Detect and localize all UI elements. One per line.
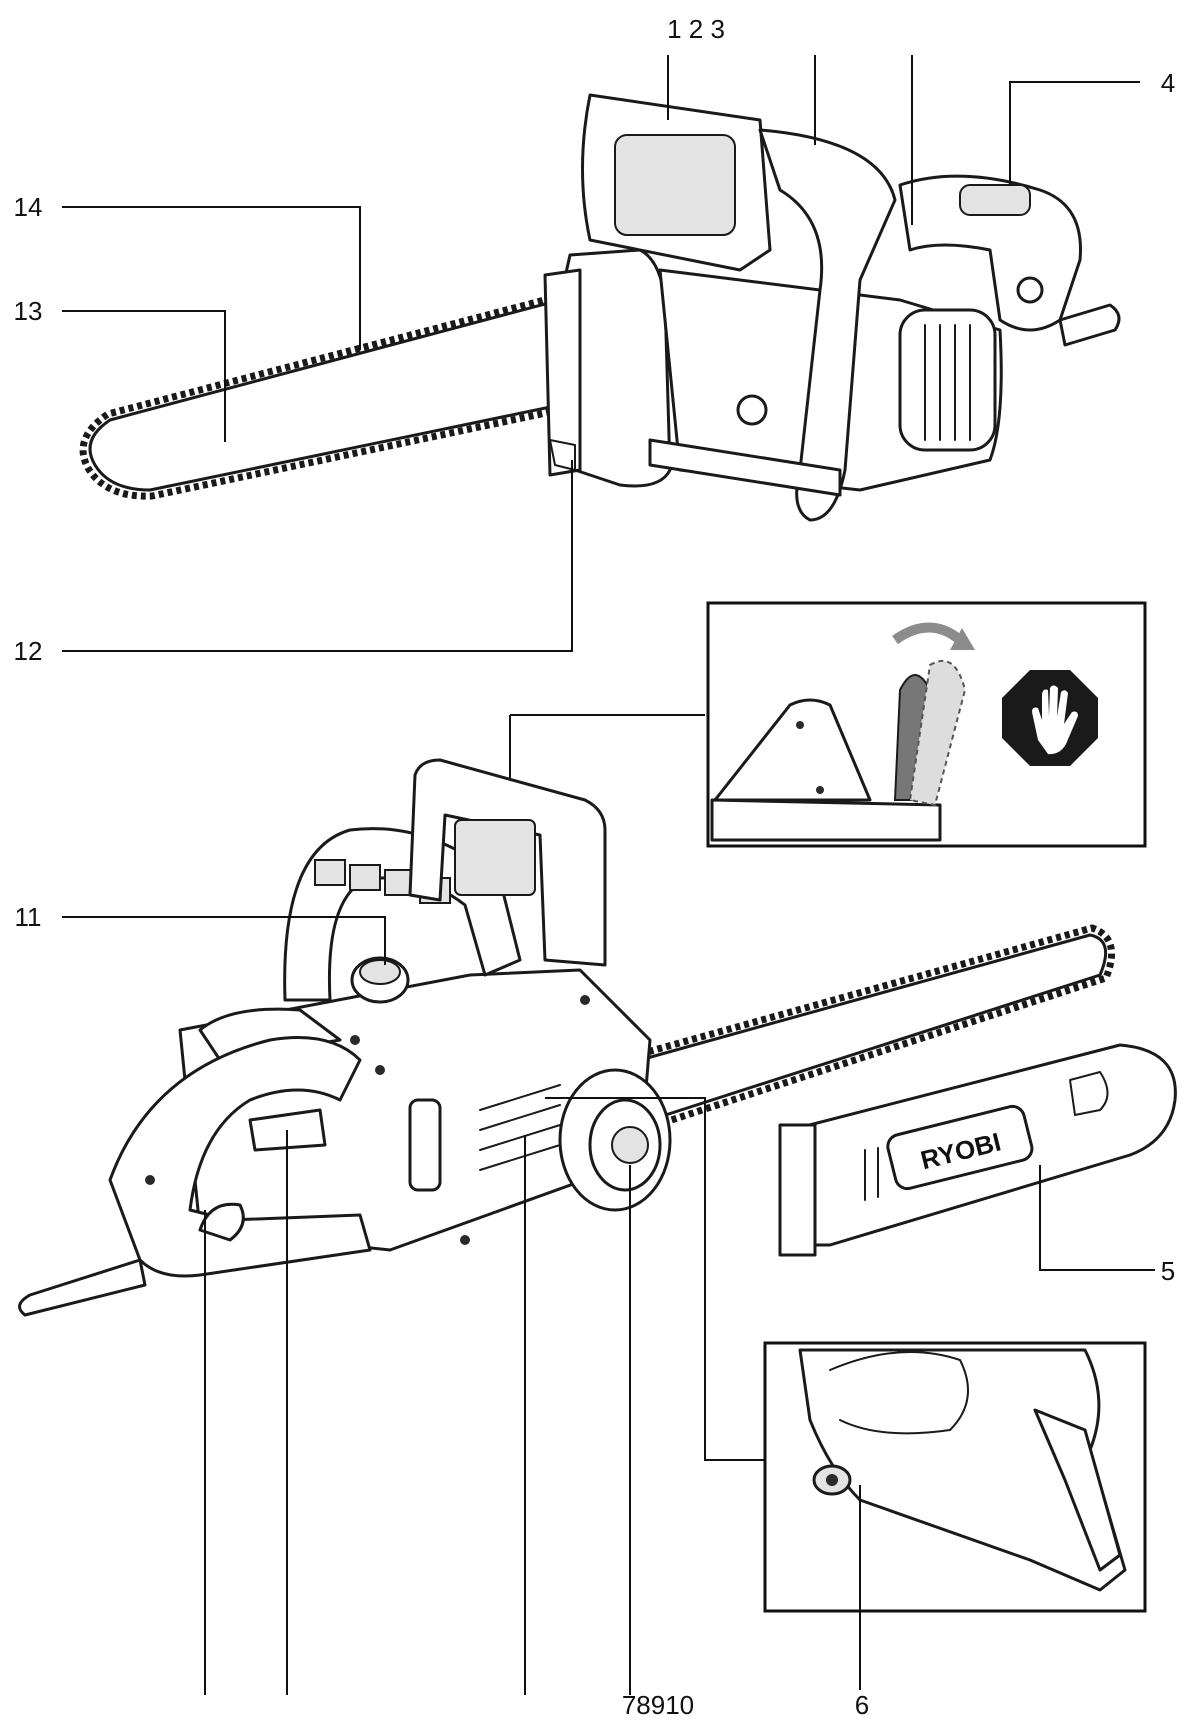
bar-cover-logo-plate [886, 1104, 1034, 1191]
oil-cap-top [359, 959, 401, 985]
brake-lever-engaged-outline [908, 659, 967, 807]
callout-7-8-9-10: 78910 [622, 1690, 694, 1720]
saw-chain-top [79, 292, 561, 500]
curved-arrow-icon [892, 622, 964, 645]
rear-handle-bottom [108, 1036, 372, 1278]
callout-1-2-3: 1 2 3 [667, 14, 725, 44]
stop-hand-icon [1002, 670, 1098, 766]
chain-catcher-top [549, 439, 576, 471]
curved-arrow-head [950, 628, 975, 650]
side-vent-ribs [479, 1084, 561, 1171]
vent-slots-top [924, 324, 971, 441]
power-cord-top [1058, 303, 1121, 347]
bar-cover-ridges [864, 1147, 879, 1201]
hand-guard-window-bottom [454, 819, 536, 896]
lower-bar-top [648, 438, 842, 497]
motor-vent-top [898, 308, 997, 452]
callout-5: 5 [1161, 1256, 1175, 1286]
lock-button-top [1016, 276, 1044, 304]
inset2-chain-catcher [1033, 1408, 1122, 1572]
front-handle-top [758, 128, 897, 522]
power-cord-bottom [18, 1258, 147, 1317]
bottom-chainsaw-illustration [18, 758, 1116, 1317]
trigger-bottom [198, 1202, 245, 1242]
hand-guard-window-top [614, 134, 736, 236]
front-hand-guard-bottom [408, 758, 607, 967]
leader-lines [62, 55, 1155, 1695]
inset2-housing [798, 1348, 1127, 1592]
callout-11: 11 [15, 902, 42, 932]
inset1-hand-guard [713, 698, 872, 802]
bar-cover: RYOBI [778, 1043, 1177, 1257]
inset2-cover-flange [829, 1351, 969, 1435]
inset2-bar-nut-center [826, 1474, 838, 1486]
saw-chain-bottom [639, 924, 1116, 1131]
callout-12: 12 [14, 636, 43, 666]
bar-clamp-top [543, 268, 582, 477]
handle-bolt-top [736, 394, 768, 426]
callout-6: 6 [855, 1690, 869, 1720]
callout-labels: 1 2 3 4 14 13 12 11 5 78910 6 [14, 14, 1176, 1720]
inset-bar-nut [763, 1341, 1147, 1613]
tension-knob-center [611, 1126, 649, 1164]
guide-bar-bottom [638, 933, 1108, 1122]
callout-4: 4 [1161, 68, 1175, 98]
oil-level-window [408, 1098, 442, 1192]
rear-handle-grip-top [959, 184, 1031, 216]
motor-top-bottom [198, 1007, 342, 1062]
top-chainsaw-illustration [79, 93, 1121, 522]
guide-bar-top [88, 298, 562, 492]
inset-chain-brake [509, 601, 1147, 848]
inset1-housing-base [710, 798, 942, 842]
bar-cover-tip-mark [1069, 1071, 1109, 1116]
bar-cover-mount [778, 1123, 817, 1257]
callout-13: 13 [14, 296, 43, 326]
callout-14: 14 [14, 192, 43, 222]
